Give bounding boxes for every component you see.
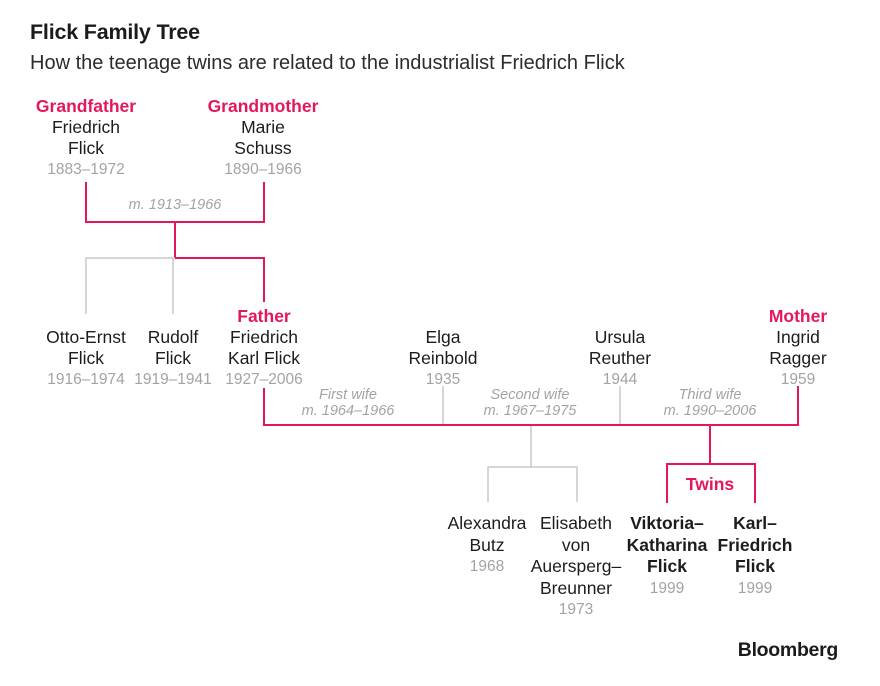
person-name-line: Flick: [68, 348, 104, 368]
person-dates: 1935: [425, 371, 461, 388]
marriage-label-line: m. 1967–1975: [483, 402, 577, 419]
person-name-line: Reuther: [588, 348, 652, 368]
person-name-line: Viktoria–: [630, 513, 704, 533]
person-mother: Mother Ingrid Ragger 1959: [738, 306, 858, 390]
person-rudolf: Rudolf Flick 1919–1941: [113, 327, 233, 390]
person-name-line: Alexandra: [447, 513, 527, 533]
person-name-line: Karl Flick: [228, 348, 300, 368]
role-label-father: Father: [237, 306, 291, 326]
person-name-line: Ursula: [594, 327, 646, 347]
marriage-label-line: Second wife: [490, 387, 570, 403]
person-father: Father Friedrich Karl Flick 1927–2006: [204, 306, 324, 390]
person-name-line: Katharina: [626, 534, 708, 555]
marriage-label-line: First wife: [319, 387, 377, 403]
page-title: Flick Family Tree: [30, 20, 200, 44]
person-elga: Elga Reinbold 1935: [383, 327, 503, 390]
person-karl-friedrich: Karl– Friedrich Flick 1999: [695, 513, 815, 599]
person-name-line: Flick: [647, 556, 687, 576]
person-name-line: Elga: [425, 327, 461, 347]
marriage-label-first: First wife m. 1964–1966: [283, 387, 413, 419]
person-name-line: Butz: [469, 534, 505, 555]
twins-label: Twins: [685, 474, 735, 494]
person-name-line: Reinbold: [408, 348, 478, 368]
person-name-line: von: [561, 534, 591, 555]
connector-to-otto-ernst: [85, 257, 175, 314]
person-name-line: Karl–: [733, 513, 777, 533]
person-name-line: Friedrich: [229, 327, 299, 347]
person-dates: 1999: [737, 579, 773, 597]
person-otto-ernst: Otto-Ernst Flick 1916–1974: [26, 327, 146, 390]
person-grandmother: Grandmother Marie Schuss 1890–1966: [193, 96, 333, 180]
role-label-grandmother: Grandmother: [207, 96, 319, 116]
marriage-label-third: Third wife m. 1990–2006: [645, 387, 775, 419]
person-dates: 1959: [780, 371, 816, 388]
person-name-line: Ragger: [769, 348, 827, 368]
connector-to-father: [175, 257, 265, 302]
person-dates: 1973: [558, 601, 594, 618]
person-name-line: Friedrich: [717, 534, 793, 555]
page-subtitle: How the teenage twins are related to the…: [30, 52, 625, 74]
role-label-grandfather: Grandfather: [35, 96, 137, 116]
person-name-line: Otto-Ernst: [46, 327, 126, 347]
person-ursula: Ursula Reuther 1944: [560, 327, 680, 390]
person-dates: 1883–1972: [47, 161, 125, 178]
person-name-line: Schuss: [234, 138, 292, 158]
person-dates: 1999: [649, 579, 685, 597]
person-dates: 1927–2006: [225, 371, 303, 388]
person-name-line: Flick: [155, 348, 191, 368]
person-dates: 1968: [469, 558, 505, 575]
marriage-label-grandparents: m. 1913–1966: [128, 197, 222, 213]
person-dates: 1890–1966: [224, 161, 302, 178]
person-name-line: Auersperg–: [530, 556, 622, 576]
person-grandfather: Grandfather Friedrich Flick 1883–1972: [16, 96, 156, 180]
marriage-label-line: m. 1990–2006: [663, 402, 757, 419]
role-label-mother: Mother: [768, 306, 828, 326]
bloomberg-logo: Bloomberg: [737, 639, 839, 661]
person-name-line: Flick: [735, 556, 775, 576]
person-dates: 1916–1974: [47, 371, 125, 388]
marriage-label-second: Second wife m. 1967–1975: [465, 387, 595, 419]
person-viktoria-katharina: Viktoria– Katharina Flick 1999: [607, 513, 727, 599]
person-elisabeth: Elisabeth von Auersperg– Breunner 1973: [516, 513, 636, 621]
person-alexandra: Alexandra Butz 1968: [427, 513, 547, 578]
connector-children-bracket: [487, 466, 578, 502]
person-name-line: Rudolf: [147, 327, 199, 347]
person-dates: 1944: [602, 371, 638, 388]
person-name-line: Marie: [241, 117, 285, 137]
person-dates: 1919–1941: [134, 371, 212, 388]
person-name-line: Ingrid: [776, 327, 820, 347]
person-name-line: Flick: [68, 138, 104, 158]
marriage-label-line: Third wife: [678, 387, 742, 403]
person-name-line: Breunner: [540, 577, 612, 598]
person-name-line: Friedrich: [51, 117, 121, 137]
person-name-line: Elisabeth: [540, 513, 612, 533]
marriage-label-line: m. 1964–1966: [301, 402, 395, 419]
